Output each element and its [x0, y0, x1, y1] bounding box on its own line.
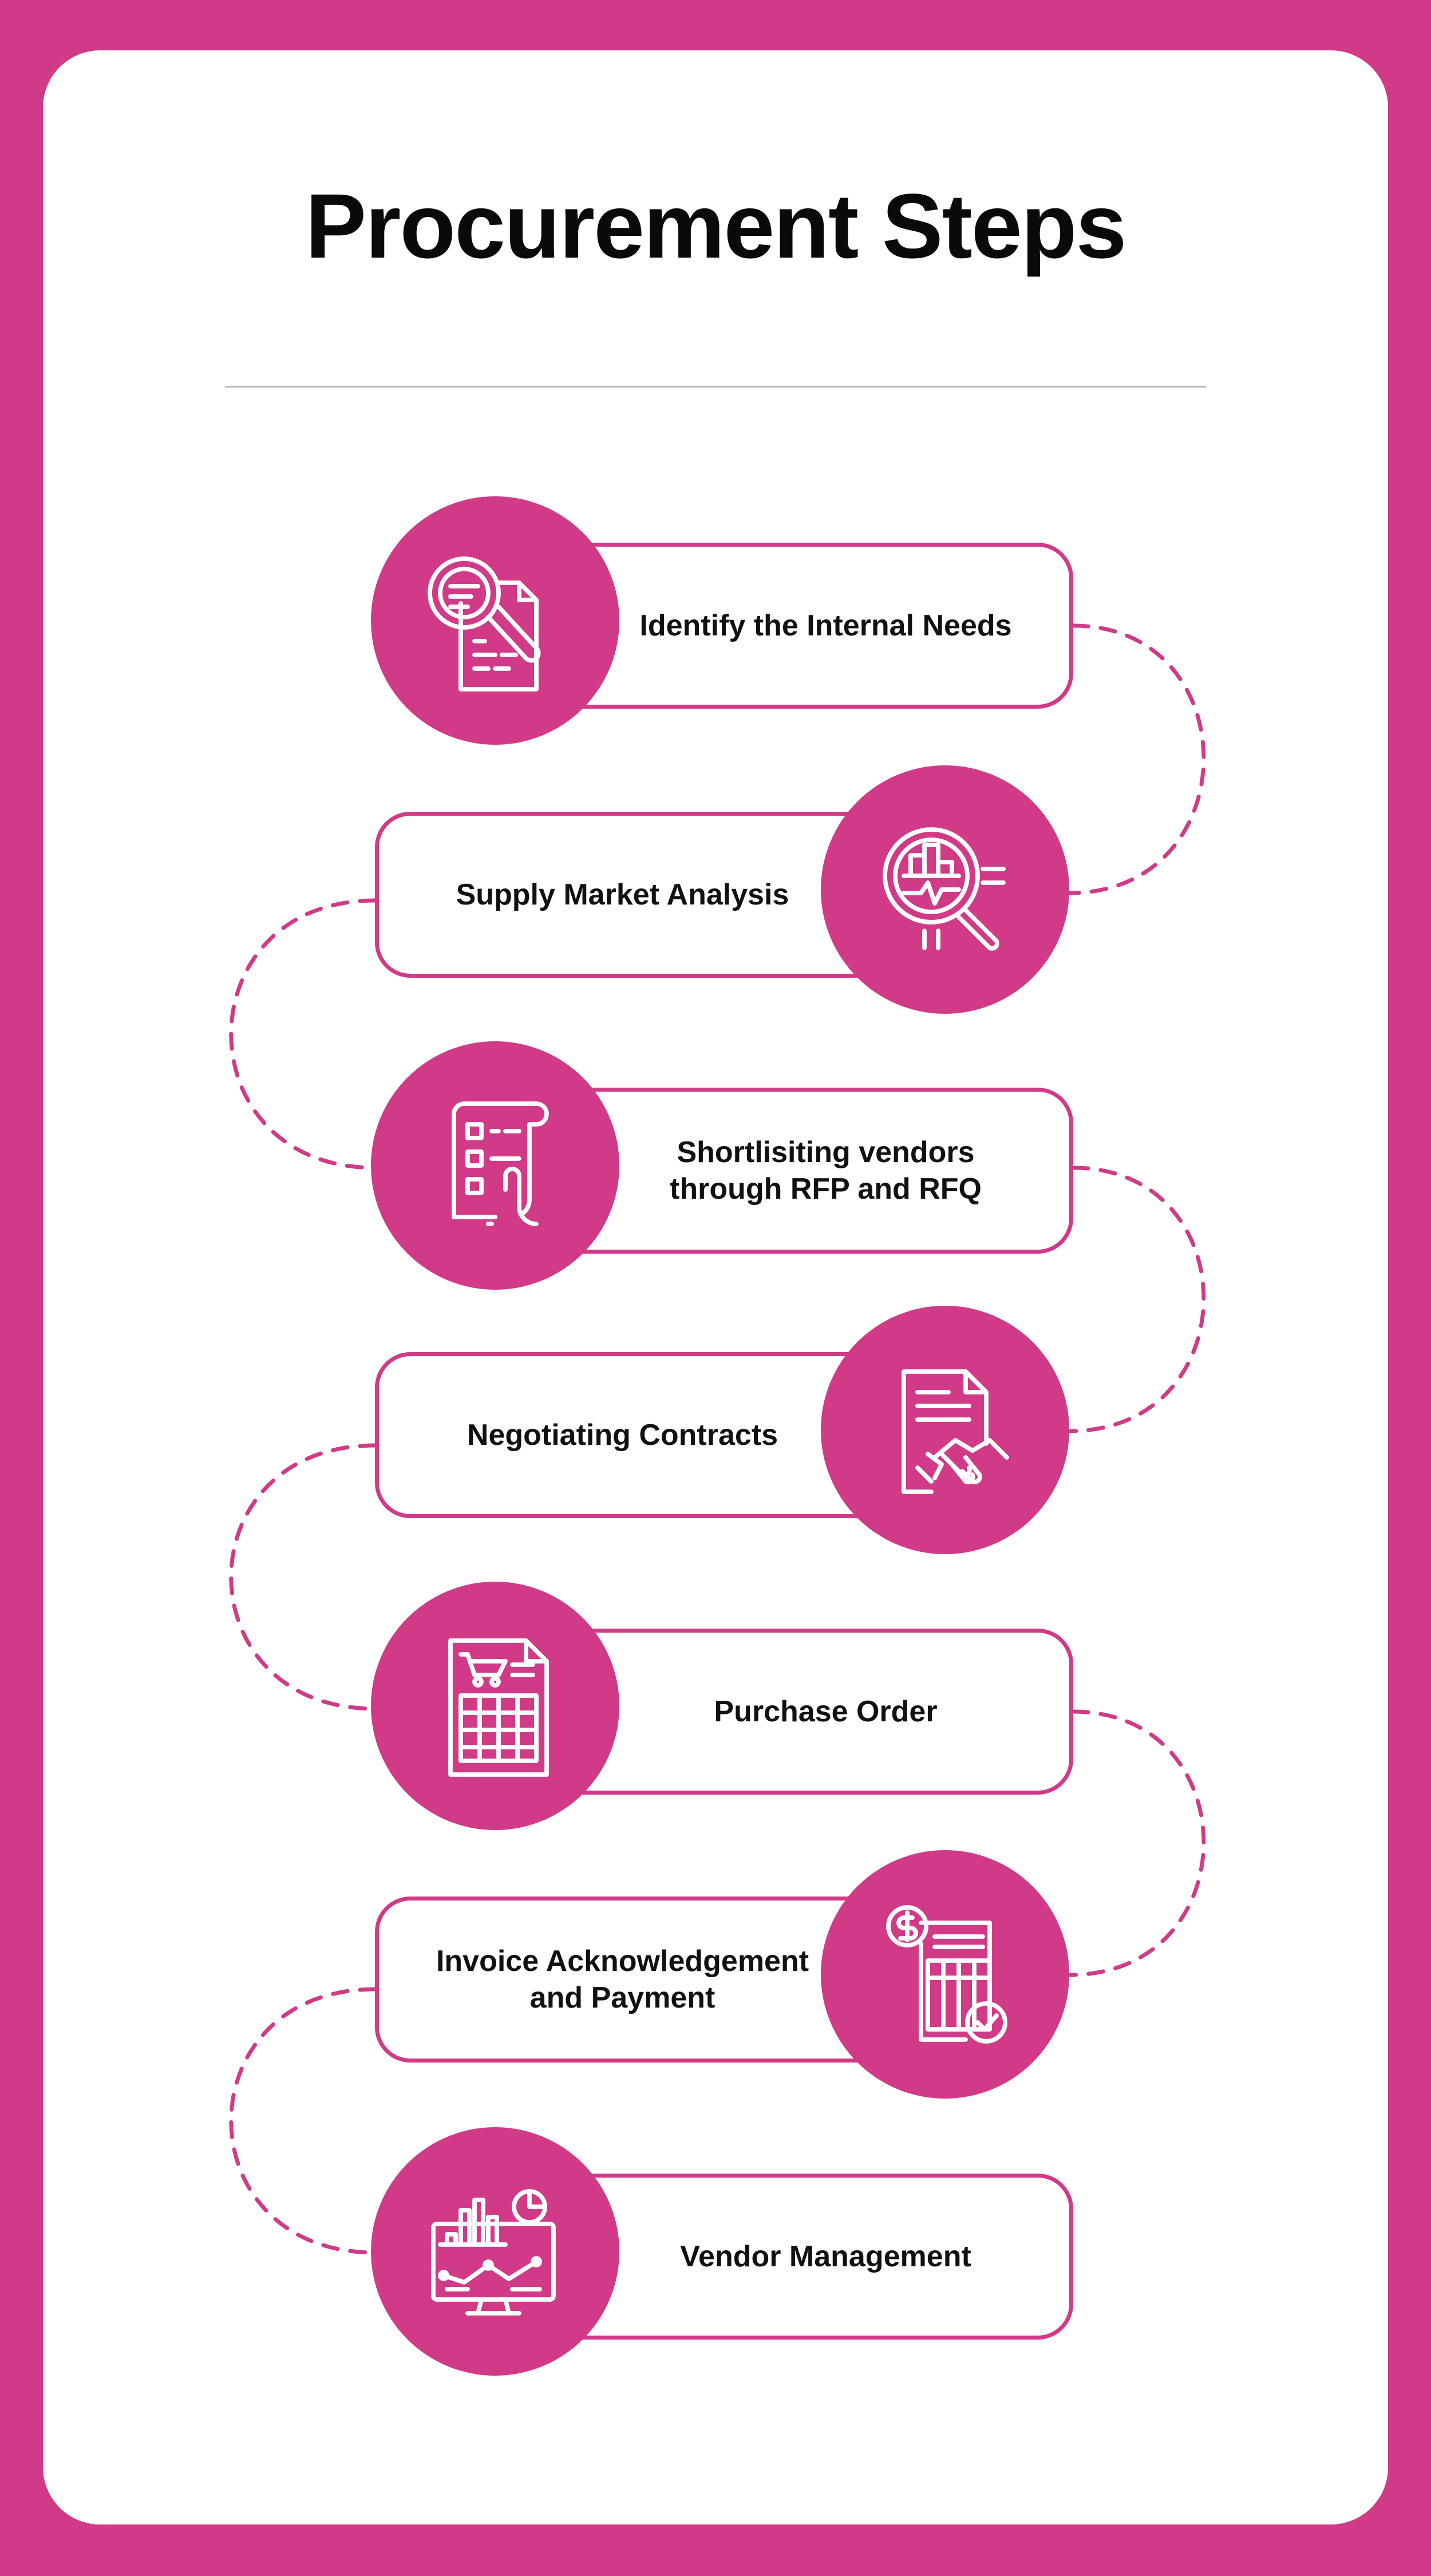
step-6-label: Invoice Acknowledgement and Payment: [436, 1945, 809, 2014]
step-1-icon-circle: [371, 496, 619, 745]
vendor-dashboard-monitor-icon: [431, 2189, 556, 2316]
title-divider: [225, 386, 1206, 388]
step-7-icon-circle: [371, 2127, 619, 2376]
step-2-icon-circle: [821, 765, 1069, 1014]
page-title: Procurement Steps: [305, 175, 1126, 277]
step-6-icon-circle: [821, 1850, 1069, 2099]
step-1-label: Identify the Internal Needs: [639, 609, 1012, 642]
step-7-label: Vendor Management: [680, 2240, 971, 2273]
infographic-card: [43, 50, 1388, 2524]
connector-6-7: [229, 1987, 377, 2255]
document-magnifier-icon: [428, 556, 541, 692]
market-analysis-magnifier-icon: [883, 827, 1006, 951]
connector-5-6: [1067, 1709, 1206, 1977]
contract-handshake-icon: [902, 1369, 1009, 1494]
step-1-card: Identify the Internal Needs: [527, 543, 1073, 709]
connector-2-3: [229, 898, 377, 1170]
connector-3-4: [1067, 1165, 1206, 1433]
step-4-icon-circle: [821, 1306, 1069, 1554]
purchase-order-cart-icon: [448, 1638, 549, 1777]
step-5-label: Purchase Order: [714, 1695, 938, 1728]
connector-1-2: [1067, 623, 1206, 895]
connector-4-5: [229, 1443, 377, 1711]
step-3-card: Shortlisiting vendors through RFP and RF…: [527, 1088, 1073, 1254]
step-2-label: Supply Market Analysis: [456, 878, 789, 911]
invoice-dollar-check-icon: [886, 1905, 1007, 2044]
step-4-label: Negotiating Contracts: [467, 1419, 778, 1452]
step-3-icon-circle: [371, 1041, 619, 1290]
step-3-label: Shortlisiting vendors through RFP and RF…: [670, 1136, 982, 1206]
checklist-hand-icon: [452, 1101, 549, 1226]
step-5-icon-circle: [371, 1582, 619, 1830]
